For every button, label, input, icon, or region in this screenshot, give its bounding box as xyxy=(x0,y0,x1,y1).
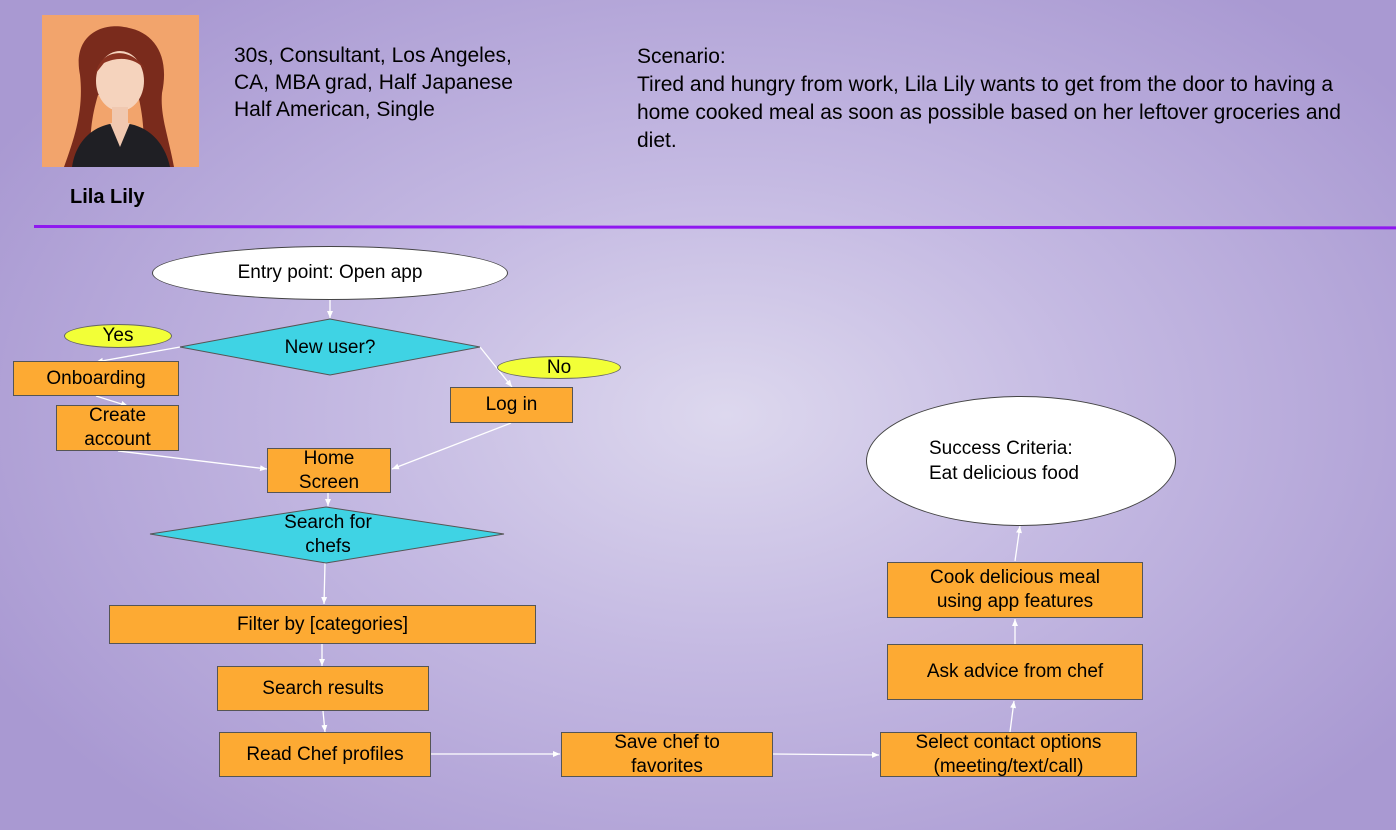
scenario: Scenario: Tired and hungry from work, Li… xyxy=(637,43,1357,155)
search-chefs-label: Search for chefs xyxy=(230,510,426,560)
contact-options-box: Select contact options (meeting/text/cal… xyxy=(880,732,1137,777)
cook-meal-line: Cook delicious meal xyxy=(929,567,1101,588)
search-results-label: Search results xyxy=(262,677,384,699)
cook-meal-box: Cook delicious meal using app features xyxy=(887,562,1143,618)
login-box: Log in xyxy=(450,387,573,423)
arrow-create-to-home xyxy=(117,450,268,472)
onboarding-label: Onboarding xyxy=(46,367,146,389)
decision-new-user xyxy=(179,318,481,376)
entry-point: Entry point: Open app xyxy=(152,246,508,300)
search-results-box: Search results xyxy=(217,666,429,711)
filter-box: Filter by [categories] xyxy=(109,605,536,644)
arrow-onboarding-to-create xyxy=(95,395,129,407)
persona-desc-line: 30s, Consultant, Los Angeles, xyxy=(234,44,512,67)
new-user-label: New user? xyxy=(284,337,376,358)
search-chefs-line: chefs xyxy=(305,536,351,557)
read-profiles-label: Read Chef profiles xyxy=(246,743,404,765)
home-screen-box: Home Screen xyxy=(267,448,391,493)
arrow-results-to-read xyxy=(321,710,328,733)
search-chefs-line: Search for xyxy=(284,512,372,533)
home-screen-line: Screen xyxy=(298,471,360,493)
onboarding-box: Onboarding xyxy=(13,361,179,396)
create-account-line: account xyxy=(84,429,151,450)
contact-options-line: Select contact options xyxy=(915,731,1102,753)
success-criteria-line: Eat delicious food xyxy=(929,463,1079,484)
arrow-search-to-filter xyxy=(321,562,328,605)
filter-label: Filter by [categories] xyxy=(236,613,409,635)
persona-description: 30s, Consultant, Los Angeles, CA, MBA gr… xyxy=(234,42,513,123)
persona-name: Lila Lily xyxy=(70,186,145,208)
cook-meal-line: using app features xyxy=(936,591,1094,612)
home-screen-line: Home xyxy=(303,447,355,469)
contact-options-line: (meeting/text/call) xyxy=(933,755,1084,777)
persona-photo xyxy=(42,15,199,167)
arrow-newuser-to-login xyxy=(479,346,513,388)
success-criteria-line: Success Criteria: xyxy=(929,438,1073,459)
scenario-title: Scenario: xyxy=(637,45,726,68)
save-chef-box: Save chef to favorites xyxy=(561,732,773,777)
yes-label: Yes xyxy=(64,324,172,348)
save-chef-line: favorites xyxy=(631,755,703,777)
arrow-contact-to-advice xyxy=(1009,700,1017,733)
persona-desc-line: Half American, Single xyxy=(234,98,435,121)
persona-desc-line: CA, MBA grad, Half Japanese xyxy=(234,71,513,94)
decision-search-chefs xyxy=(149,506,505,564)
arrow-save-to-contact xyxy=(772,751,880,758)
save-chef-line: Save chef to xyxy=(614,731,720,753)
scenario-text: Tired and hungry from work, Lila Lily wa… xyxy=(637,73,1341,152)
create-account-line: Create xyxy=(88,405,147,426)
login-label: Log in xyxy=(485,394,538,415)
arrow-newuser-to-onboarding xyxy=(95,346,181,364)
arrow-login-to-home xyxy=(391,422,512,470)
create-account-box: Create account xyxy=(56,405,179,451)
ask-advice-label: Ask advice from chef xyxy=(926,661,1104,682)
no-label: No xyxy=(497,356,621,379)
read-profiles-box: Read Chef profiles xyxy=(219,732,431,777)
ask-advice-box: Ask advice from chef xyxy=(887,644,1143,700)
success-criteria: Success Criteria: Eat delicious food xyxy=(866,396,1176,526)
arrow-cook-to-success xyxy=(1014,525,1022,562)
